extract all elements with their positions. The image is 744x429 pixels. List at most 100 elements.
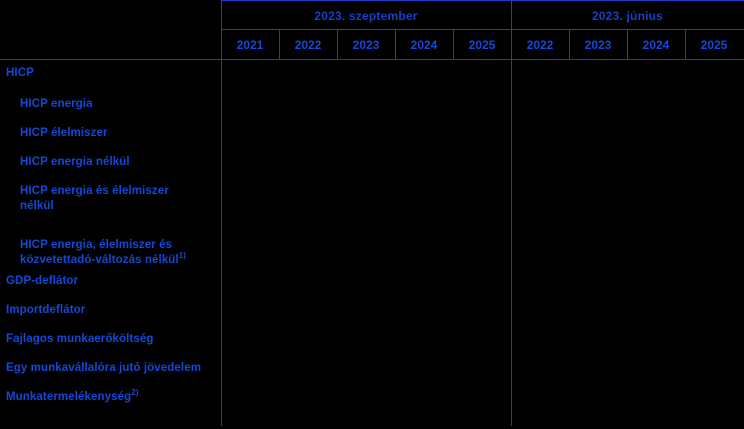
year-column-divider-6: [627, 29, 628, 60]
cell-fajlagos-munkaerokoltseg-c0: [221, 332, 279, 347]
cell-egy-munkavallalora-juto-jovedelem-c1: [279, 361, 337, 376]
cell-munkatermelekenyseg-c2: [337, 390, 395, 405]
year-header-2023-jun: 2023: [584, 38, 612, 52]
year-column-divider-4: [453, 29, 454, 60]
cell-importdeflator-c4: [453, 303, 511, 318]
cell-gdp-deflator-c3: [395, 274, 453, 289]
cell-hicp-c8: [685, 66, 743, 81]
cell-egy-munkavallalora-juto-jovedelem-c7: [627, 361, 685, 376]
cell-hicp-energia-nelkul-c1: [279, 155, 337, 170]
cell-egy-munkavallalora-juto-jovedelem-c8: [685, 361, 743, 376]
cell-munkatermelekenyseg-c8: [685, 390, 743, 405]
cell-hicp-c5: [511, 66, 569, 81]
cell-hicp-c3: [395, 66, 453, 81]
cell-hicp-energia-es-elelmiszer-nelkul-c8: [685, 184, 743, 199]
cell-hicp-energia-nelkul-c3: [395, 155, 453, 170]
cell-hicp-elelmiszer-c5: [511, 126, 569, 141]
group-header-bottom-border: [221, 29, 744, 30]
cell-fajlagos-munkaerokoltseg-c1: [279, 332, 337, 347]
cell-hicp-energia-es-elelmiszer-nelkul-c0: [221, 184, 279, 199]
cell-hicp-energia-es-elelmiszer-nelkul-c2: [337, 184, 395, 199]
cell-hicp-elelmiszer-c8: [685, 126, 743, 141]
year-column-divider-5: [569, 29, 570, 60]
cell-gdp-deflator-c1: [279, 274, 337, 289]
cell-munkatermelekenyseg-c6: [569, 390, 627, 405]
row-label-importdeflator: Importdeflátor: [6, 304, 86, 316]
footnote-marker: 2): [131, 388, 139, 398]
cell-gdp-deflator-c2: [337, 274, 395, 289]
group-header-szeptember: 2023. szeptember: [314, 9, 418, 23]
cell-munkatermelekenyseg-c4: [453, 390, 511, 405]
cell-hicp-c2: [337, 66, 395, 81]
year-column-divider-1: [279, 29, 280, 60]
cell-egy-munkavallalora-juto-jovedelem-c2: [337, 361, 395, 376]
cell-hicp-energia-nelkul-c2: [337, 155, 395, 170]
forecast-group-divider: [511, 0, 512, 426]
row-label-hicp-energia-elelmiszer-kozvetettado: HICP energia, élelmiszer és közvetettadó…: [20, 239, 187, 266]
cell-hicp-energia-c6: [569, 97, 627, 112]
cell-hicp-elelmiszer-c0: [221, 126, 279, 141]
year-header-2022-sep: 2022: [294, 38, 322, 52]
cell-hicp-c4: [453, 66, 511, 81]
header-bottom-border: [0, 59, 744, 60]
footnote-marker: 1): [178, 251, 187, 261]
cell-hicp-energia-nelkul-c4: [453, 155, 511, 170]
year-column-divider-3: [395, 29, 396, 60]
cell-hicp-energia-es-elelmiszer-nelkul-c5: [511, 184, 569, 199]
cell-fajlagos-munkaerokoltseg-c4: [453, 332, 511, 347]
cell-fajlagos-munkaerokoltseg-c7: [627, 332, 685, 347]
cell-gdp-deflator-c7: [627, 274, 685, 289]
group-header-junius: 2023. június: [591, 9, 664, 23]
cell-hicp-energia-c7: [627, 97, 685, 112]
cell-importdeflator-c5: [511, 303, 569, 318]
cell-hicp-energia-elelmiszer-kozvetettado-c6: [569, 238, 627, 253]
cell-munkatermelekenyseg-c3: [395, 390, 453, 405]
cell-hicp-energia-nelkul-c5: [511, 155, 569, 170]
row-label-egy-munkavallalora-juto-jovedelem: Egy munkavállalóra jutó jövedelem: [6, 362, 202, 374]
cell-hicp-elelmiszer-c3: [395, 126, 453, 141]
cell-importdeflator-c1: [279, 303, 337, 318]
cell-hicp-energia-nelkul-c7: [627, 155, 685, 170]
cell-egy-munkavallalora-juto-jovedelem-c0: [221, 361, 279, 376]
cell-hicp-energia-c0: [221, 97, 279, 112]
year-header-2024-jun: 2024: [642, 38, 670, 52]
cell-gdp-deflator-c0: [221, 274, 279, 289]
cell-fajlagos-munkaerokoltseg-c5: [511, 332, 569, 347]
cell-fajlagos-munkaerokoltseg-c3: [395, 332, 453, 347]
cell-importdeflator-c2: [337, 303, 395, 318]
cell-hicp-energia-elelmiszer-kozvetettado-c7: [627, 238, 685, 253]
cell-hicp-c7: [627, 66, 685, 81]
cell-importdeflator-c6: [569, 303, 627, 318]
row-label-hicp: HICP: [6, 67, 34, 79]
cell-gdp-deflator-c6: [569, 274, 627, 289]
cell-hicp-c0: [221, 66, 279, 81]
year-header-2024-sep: 2024: [410, 38, 438, 52]
row-label-hicp-elelmiszer: HICP élelmiszer: [20, 127, 108, 139]
cell-hicp-energia-es-elelmiszer-nelkul-c4: [453, 184, 511, 199]
cell-fajlagos-munkaerokoltseg-c8: [685, 332, 743, 347]
cell-hicp-elelmiszer-c4: [453, 126, 511, 141]
cell-hicp-energia-elelmiszer-kozvetettado-c4: [453, 238, 511, 253]
year-header-2023-sep: 2023: [352, 38, 380, 52]
cell-munkatermelekenyseg-c1: [279, 390, 337, 405]
label-column-divider: [221, 0, 222, 426]
cell-hicp-energia-es-elelmiszer-nelkul-c6: [569, 184, 627, 199]
cell-hicp-energia-elelmiszer-kozvetettado-c3: [395, 238, 453, 253]
cell-munkatermelekenyseg-c5: [511, 390, 569, 405]
cell-hicp-elelmiszer-c2: [337, 126, 395, 141]
cell-gdp-deflator-c5: [511, 274, 569, 289]
cell-hicp-energia-c3: [395, 97, 453, 112]
cell-hicp-c1: [279, 66, 337, 81]
cell-egy-munkavallalora-juto-jovedelem-c6: [569, 361, 627, 376]
cell-hicp-energia-c1: [279, 97, 337, 112]
cell-hicp-energia-elelmiszer-kozvetettado-c1: [279, 238, 337, 253]
table-top-border: [221, 0, 744, 1]
cell-hicp-energia-elelmiszer-kozvetettado-c5: [511, 238, 569, 253]
year-column-divider-2: [337, 29, 338, 60]
cell-importdeflator-c7: [627, 303, 685, 318]
cell-munkatermelekenyseg-c0: [221, 390, 279, 405]
row-label-gdp-deflator: GDP-deflátor: [6, 275, 79, 287]
cell-hicp-c6: [569, 66, 627, 81]
cell-importdeflator-c0: [221, 303, 279, 318]
